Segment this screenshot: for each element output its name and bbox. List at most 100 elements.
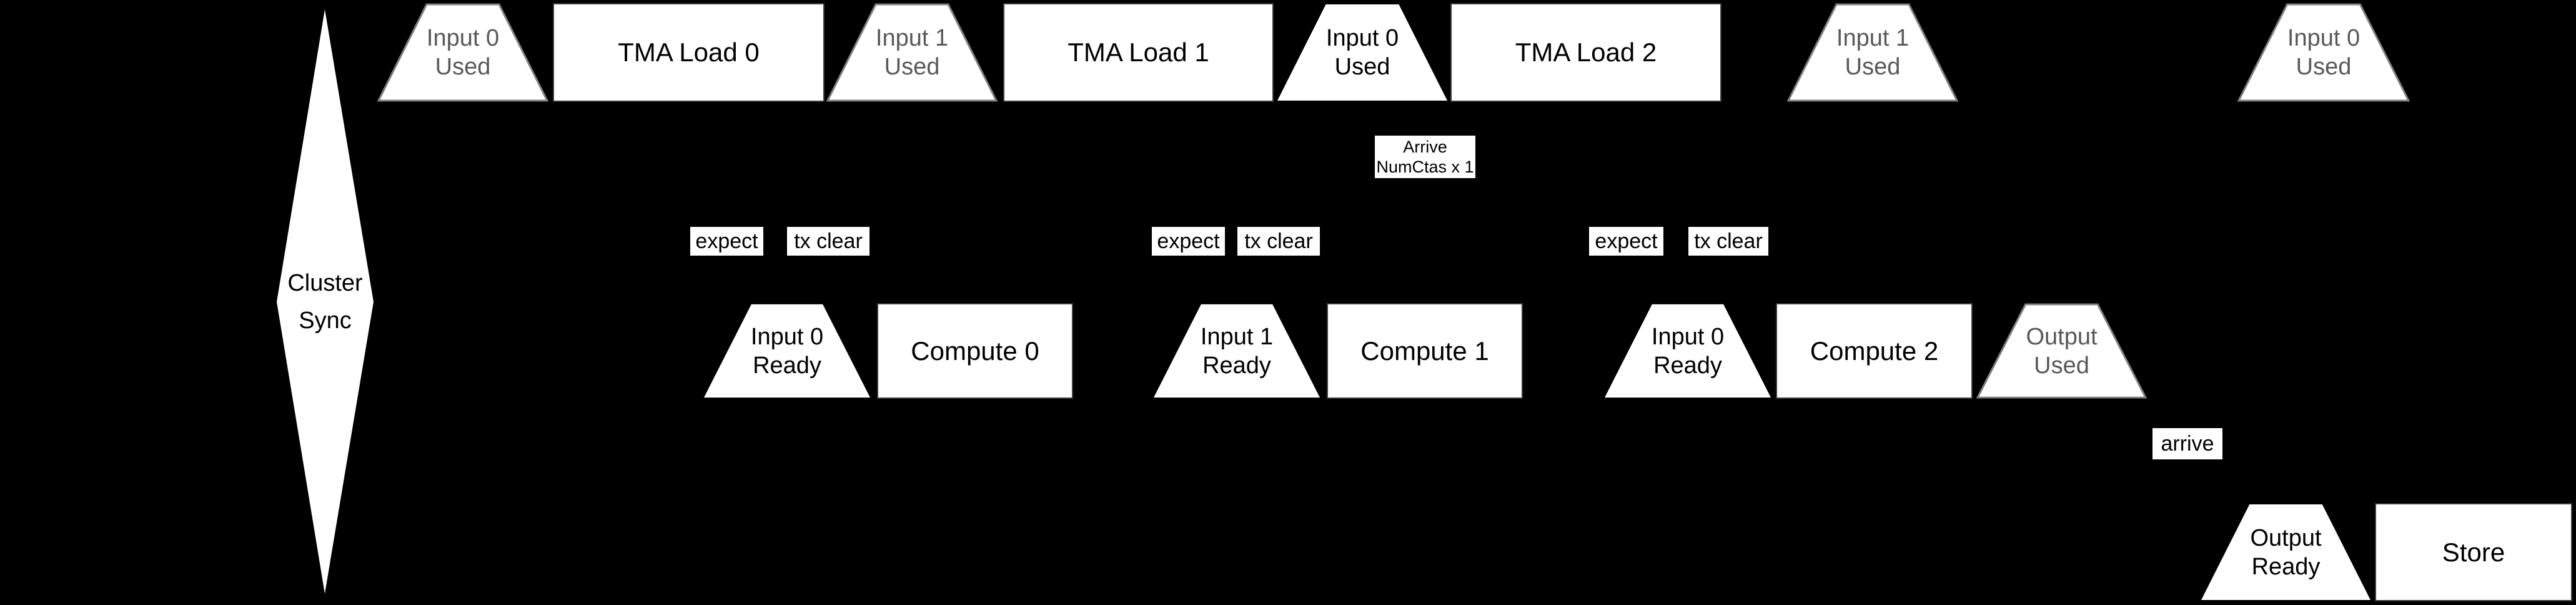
trapezoid-shape (826, 3, 998, 102)
barrier-line1: Output (2250, 524, 2322, 551)
expect-label: expect (1595, 229, 1658, 253)
trapezoid-shape (1976, 303, 2147, 399)
barrier-input0-ready-1: Input 0 Ready (703, 303, 871, 399)
op-label: TMA Load 2 (1515, 38, 1657, 67)
barrier-label: Input 1 Ready (1152, 303, 1321, 399)
op-label: Compute 1 (1360, 336, 1489, 366)
barrier-line1: Input 0 (750, 323, 824, 350)
cluster-sync-label: Cluster Sync (277, 9, 374, 594)
trapezoid-shape (1604, 304, 1771, 398)
label-expect-1: expect (689, 222, 765, 261)
connector-stub (824, 222, 833, 227)
op-label: Compute 0 (911, 336, 1039, 366)
tx-clear-label: tx clear (794, 229, 863, 253)
barrier-input1-ready: Input 1 Ready (1152, 303, 1321, 399)
op-tma-load-1: TMA Load 1 (1003, 3, 1274, 102)
barrier-label: Input 0 Used (2237, 3, 2410, 102)
connector-stub (2169, 423, 2178, 428)
connector-stub (1394, 131, 1402, 136)
diamond-shape (277, 9, 374, 594)
barrier-label: Output Used (1976, 303, 2147, 399)
barrier-line1: Input 1 (875, 25, 949, 51)
expect-label: expect (1157, 229, 1220, 253)
barrier-line1: Input 0 (426, 25, 500, 51)
trapezoid-shape (1153, 304, 1320, 398)
barrier-line2: Ready (753, 352, 821, 379)
barrier-input0-used-1: Input 0 Used (377, 3, 548, 102)
connector-stub (1421, 131, 1429, 136)
label-tx-clear-1: tx clear (786, 222, 871, 261)
barrier-line2: Used (1845, 54, 1901, 80)
barrier-label: Input 0 Used (1276, 3, 1449, 102)
barrier-line2: Used (1334, 54, 1390, 80)
barrier-line2: Ready (2251, 553, 2321, 580)
op-compute-2: Compute 2 (1776, 303, 1973, 399)
op-compute-1: Compute 1 (1327, 303, 1523, 399)
barrier-output-ready: Output Ready (2200, 503, 2372, 601)
barrier-output-used: Output Used (1976, 303, 2147, 399)
label-expect-2: expect (1151, 222, 1226, 261)
barrier-line1: Input 1 (1836, 25, 1910, 51)
op-tma-load-0: TMA Load 0 (553, 3, 825, 102)
tx-clear-label: tx clear (1244, 229, 1313, 253)
connector-stub (1448, 131, 1457, 136)
barrier-line2: Ready (1202, 352, 1271, 379)
connector-stub (1274, 256, 1283, 261)
cluster-sync-line1: Cluster (287, 269, 363, 296)
label-expect-3: expect (1588, 222, 1665, 261)
connector-stub (1184, 222, 1192, 227)
op-tma-load-2: TMA Load 2 (1450, 3, 1721, 102)
barrier-line2: Used (884, 54, 940, 80)
connector-stub (1274, 222, 1283, 227)
barrier-line1: Input 0 (1325, 25, 1399, 51)
connector-stub (723, 256, 731, 261)
label-tx-clear-3: tx clear (1687, 222, 1770, 261)
cluster-sync-line2: Sync (299, 307, 352, 334)
barrier-label: Input 0 Ready (1603, 303, 1772, 399)
barrier-line2: Ready (1653, 352, 1722, 379)
arrive-label: arrive (2161, 431, 2214, 456)
barrier-input0-used-2: Input 0 Used (2237, 3, 2410, 102)
op-label: TMA Load 1 (1068, 38, 1209, 67)
barrier-label: Input 1 Used (826, 3, 998, 102)
op-label: Store (2442, 537, 2505, 567)
expect-label: expect (695, 229, 758, 253)
barrier-label: Input 0 Used (377, 3, 548, 102)
tx-clear-label: tx clear (1694, 229, 1763, 253)
connector-stub (1421, 178, 1429, 183)
barrier-input1-used-1: Input 1 Used (826, 3, 998, 102)
label-tx-clear-2: tx clear (1236, 222, 1321, 261)
barrier-input0-used-active: Input 0 Used (1276, 3, 1449, 102)
op-label: TMA Load 0 (618, 38, 760, 67)
connector-stub (1724, 222, 1733, 227)
cluster-sync-barrier: Cluster Sync (277, 9, 374, 594)
connector-stub (1394, 178, 1402, 183)
trapezoid-shape (2201, 504, 2370, 601)
barrier-line2: Used (2034, 352, 2089, 379)
barrier-label: Output Ready (2200, 503, 2372, 601)
barrier-input1-used-2: Input 1 Used (1787, 3, 1958, 102)
barrier-line1: Input 0 (1651, 323, 1725, 350)
barrier-input0-ready-2: Input 0 Ready (1603, 303, 1772, 399)
connector-stub (1724, 256, 1733, 261)
label-arrive: arrive (2151, 423, 2224, 464)
connector-stub (723, 222, 731, 227)
connector-stub (1622, 256, 1630, 261)
connector-stub (2194, 459, 2202, 464)
connector-stub (824, 256, 833, 261)
barrier-line1: Input 0 (2287, 25, 2361, 51)
op-compute-0: Compute 0 (877, 303, 1073, 399)
connector-stub (1622, 222, 1630, 227)
op-label: Compute 2 (1810, 336, 1939, 366)
arrive-box-line1: Arrive (1403, 138, 1447, 156)
trapezoid-shape (1787, 3, 1958, 102)
connector-stub (1184, 256, 1192, 261)
barrier-line1: Input 1 (1200, 323, 1274, 350)
trapezoid-shape (1277, 4, 1447, 101)
arrive-numctas-box: Arrive NumCtas x 1 (1374, 131, 1477, 183)
barrier-label: Input 0 Ready (703, 303, 871, 399)
barrier-label: Input 1 Used (1787, 3, 1958, 102)
barrier-line2: Used (2296, 54, 2352, 80)
barrier-line1: Output (2026, 323, 2098, 350)
